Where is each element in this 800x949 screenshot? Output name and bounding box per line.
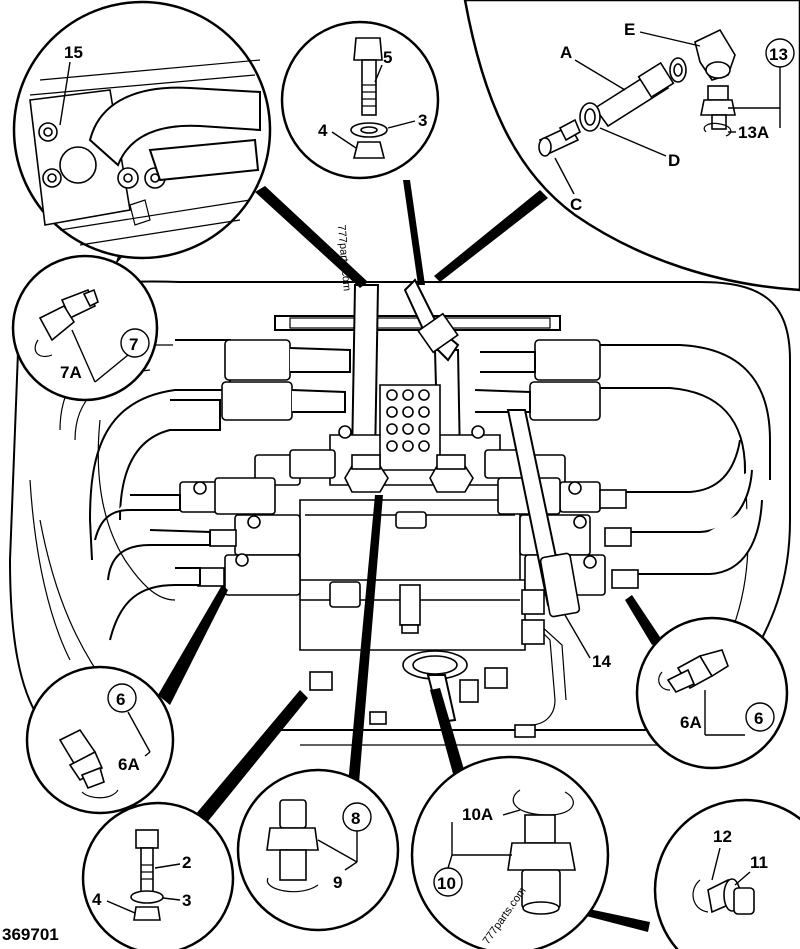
callout-2: 2: [182, 853, 191, 872]
callout-7: 7: [129, 335, 138, 354]
figure-code: 369701: [2, 925, 59, 944]
callout-A: A: [560, 43, 572, 62]
main-valve-assembly: 777parts.com: [8, 224, 791, 761]
callout-10: 10: [437, 874, 456, 893]
callout-10A: 10A: [462, 805, 493, 824]
callout-13: 13: [769, 45, 788, 64]
callout-5: 5: [383, 48, 392, 67]
detail-bubble-A-E-13: E A 13 13A D C: [463, 0, 800, 292]
callout-6-left-circle: [107, 683, 137, 713]
callout-6-left: 6: [116, 690, 125, 709]
detail-bubble-10: 10A 10 777parts.com: [410, 755, 610, 949]
callout-7-circle: [120, 328, 150, 358]
callout-6-right-circle: [745, 702, 775, 732]
callout-11: 11: [750, 853, 768, 872]
callout-14: 14: [592, 652, 611, 671]
callout-7A: 7A: [60, 363, 82, 382]
callout-6A-left: 6A: [118, 755, 140, 774]
detail-bubble-7: 7 7A: [11, 254, 159, 402]
callout-8: 8: [351, 809, 360, 828]
callout-15: 15: [64, 43, 83, 62]
callout-13A: 13A: [738, 123, 769, 142]
detail-bubble-6-right: 6A 6: [635, 616, 789, 770]
callout-6A-right: 6A: [680, 713, 702, 732]
callout-E: E: [624, 20, 635, 39]
callout-4-top: 4: [318, 121, 328, 140]
bolt-grid: [338, 389, 485, 452]
callout-D: D: [668, 151, 680, 170]
detail-bubble-15: 15: [12, 0, 272, 260]
detail-bubble-2-3-4: 2 4 3: [81, 801, 235, 949]
detail-bubble-6-left: 6 6A: [25, 665, 175, 815]
callout-4-bottom: 4: [92, 890, 102, 909]
detail-bubble-5-3-4: 5 4 3: [280, 20, 440, 180]
callout-9: 9: [333, 873, 342, 892]
callout-12: 12: [713, 827, 732, 846]
callout-14-group: 14: [564, 614, 611, 671]
callout-3-top: 3: [418, 111, 427, 130]
detail-bubble-11-12: 12 11: [653, 798, 800, 949]
callout-6-right: 6: [754, 709, 763, 728]
callout-C: C: [570, 195, 582, 214]
detail-bubble-8-9: 8 9: [236, 768, 400, 932]
callout-3-bottom: 3: [182, 891, 191, 910]
